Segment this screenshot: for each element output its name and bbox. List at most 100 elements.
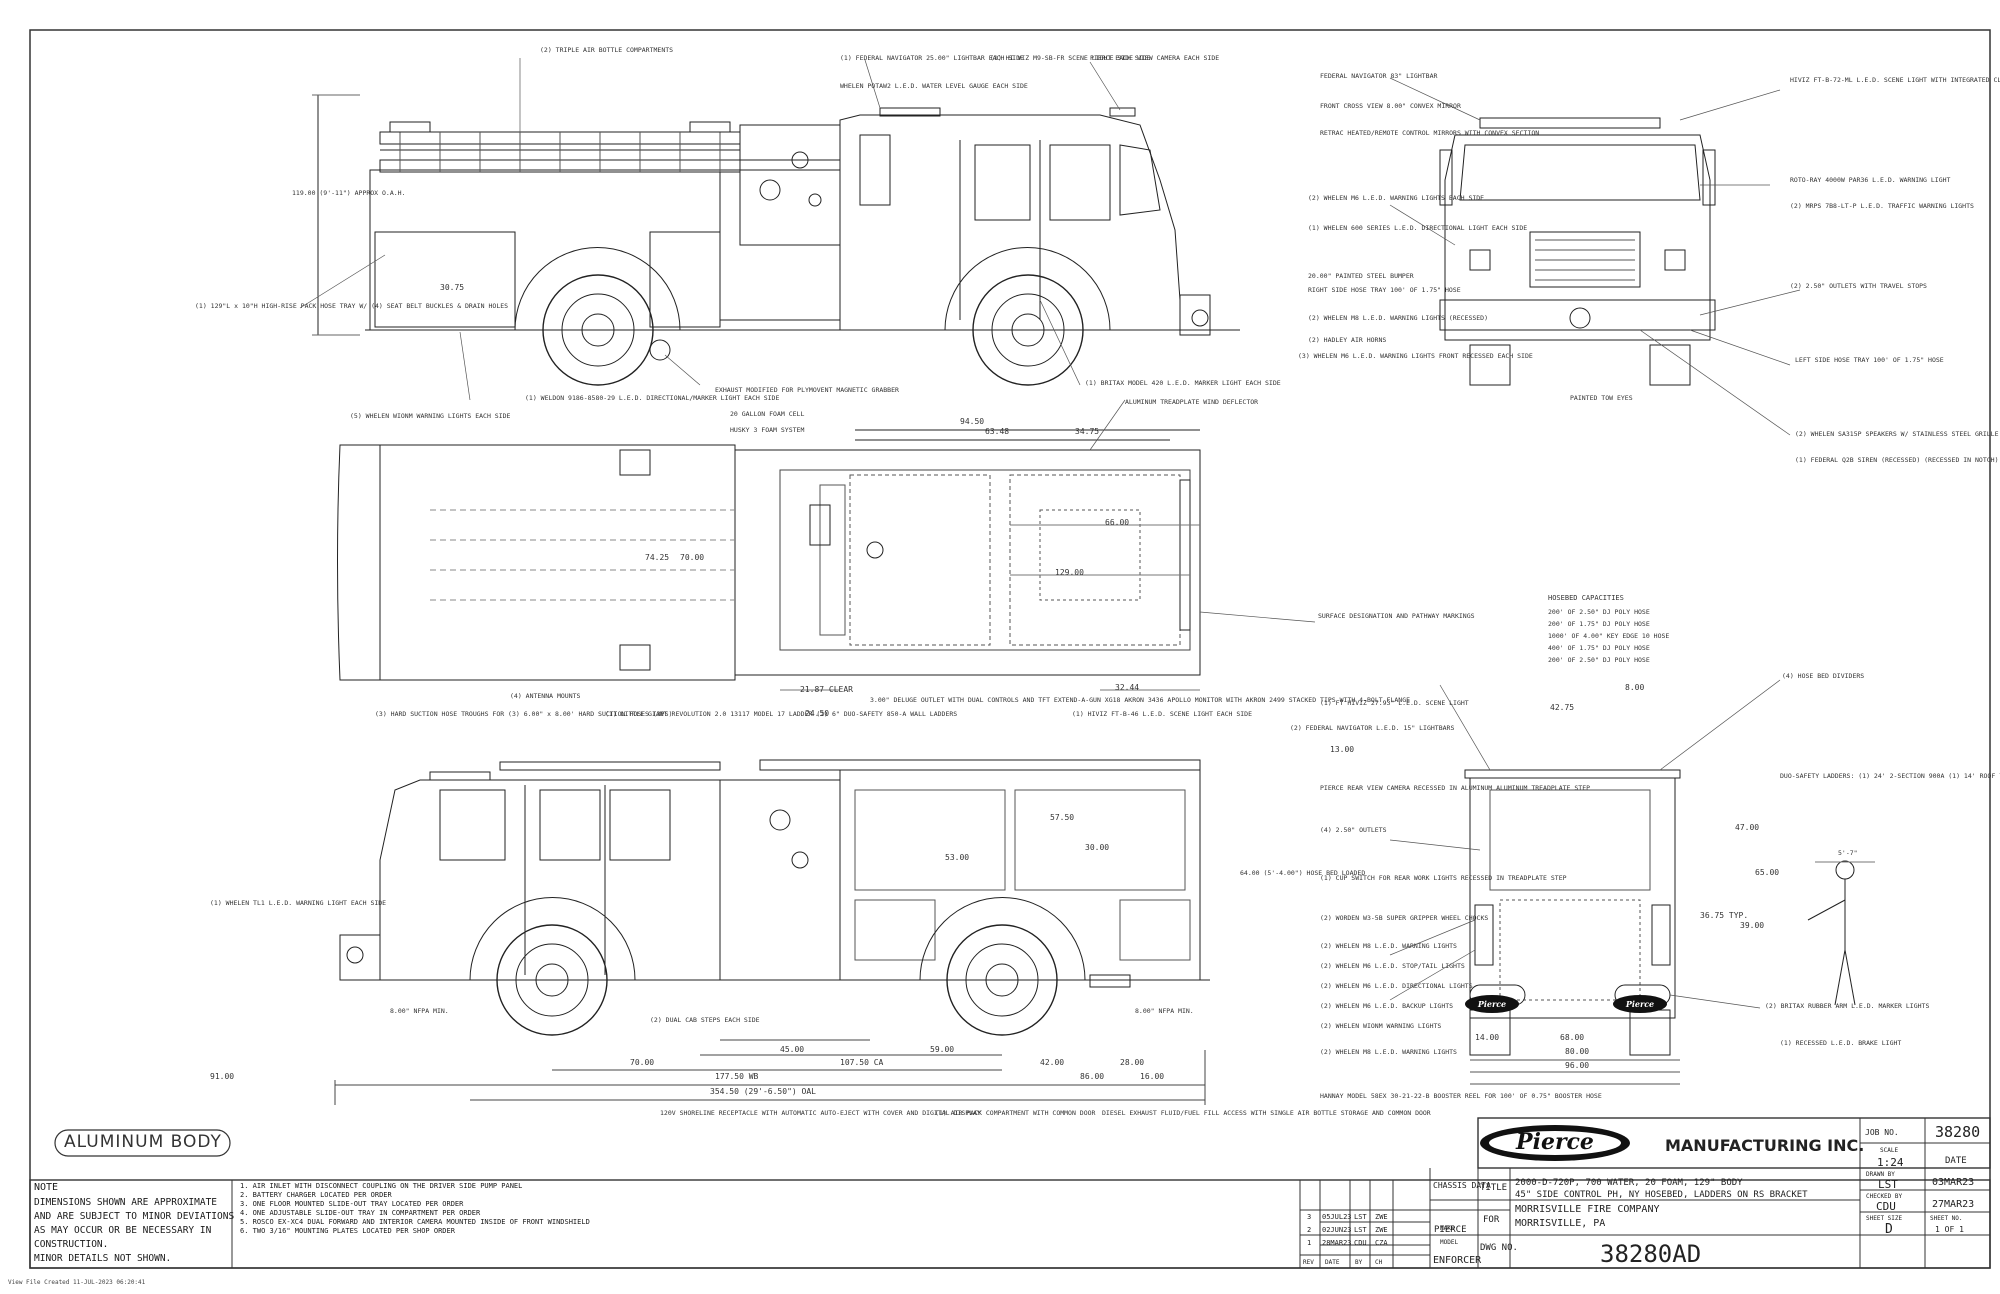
note-heading: NOTE: [34, 1182, 59, 1193]
drawn-date: 03MAR23: [1932, 1177, 1974, 1188]
callout-hi-viz-m9: (1) HI VIZ M9-SB-FR SCENE LIGHT EACH SID…: [990, 54, 1151, 62]
callout-hose-tray: RIGHT SIDE HOSE TRAY 100' OF 1.75" HOSE: [1308, 286, 1461, 294]
dim-30-75: 30.75: [440, 283, 464, 292]
dim-32-44: 32.44: [1115, 683, 1139, 692]
callout-rear-scene: (1) FT HIVIZ 27.93" L.E.D. SCENE LIGHT: [1320, 699, 1469, 707]
callout-shoreline: 120V SHORELINE RECEPTACLE WITH AUTOMATIC…: [660, 1109, 981, 1117]
callout-wind-deflector: ALUMINUM TREADPLATE WIND DEFLECTOR: [1125, 398, 1258, 406]
dim-74-25: 74.25: [645, 553, 669, 562]
dim-30-00: 30.00: [1085, 843, 1109, 852]
dim-107-50: 107.50 CA: [840, 1058, 884, 1067]
rev-header: REV: [1303, 1259, 1314, 1266]
rev-1-date: 28MAR23: [1322, 1239, 1352, 1247]
title-block-grid: [29, 1117, 1991, 1269]
dim-34-75: 34.75: [1075, 427, 1099, 436]
dim-59-00: 59.00: [930, 1045, 954, 1054]
aluminum-body-frame: [54, 1129, 231, 1157]
callout-cup-switch: (1) CUP SWITCH FOR REAR WORK LIGHTS RECE…: [1320, 874, 1567, 882]
dim-177-50: 177.50 WB: [715, 1072, 759, 1081]
pierce-logo-text: Pierce: [1515, 1129, 1594, 1155]
callout-warning-front: (3) WHELEN M6 L.E.D. WARNING LIGHTS FRON…: [1298, 352, 1533, 360]
callout-nfpa-min-rear: 8.00" NFPA MIN.: [1135, 1007, 1194, 1015]
dim-68-00: 68.00: [1560, 1033, 1584, 1042]
dim-65-00: 65.00: [1755, 868, 1779, 877]
left-side-view: [312, 94, 1240, 386]
callout-stop-tail: (2) WHELEN M6 L.E.D. STOP/TAIL LIGHTS: [1320, 962, 1465, 970]
callout-roto-ray: ROTO-RAY 4000W PAR36 L.E.D. WARNING LIGH…: [1790, 176, 1951, 184]
callout-retrac: RETRAC HEATED/REMOTE CONTROL MIRRORS WIT…: [1320, 129, 1539, 137]
title-block-text: Pierce Pierce Pierce MANUFACTURING INC. …: [1303, 999, 1980, 1268]
callout-hose-bed-loaded: 64.00 (5'-4.00") HOSE BED LOADED: [1240, 869, 1365, 877]
rev-3-by: LST: [1354, 1213, 1367, 1221]
sheet-no-label: SHEET NO.: [1930, 1215, 1963, 1222]
top-plan-view: [337, 429, 1201, 691]
callout-cross-view: FRONT CROSS VIEW 8.00" CONVEX MIRROR: [1320, 102, 1461, 110]
dwg-label: DWG NO.: [1480, 1243, 1518, 1253]
leader-lines: [299, 58, 1801, 1009]
callout-hannay: HANNAY MODEL 58EX 30-21-22-B BOOSTER REE…: [1320, 1092, 1602, 1100]
title-label: TITLE: [1480, 1183, 1507, 1193]
callout-side-camera: PIERCE SIDE VIEW CAMERA EACH SIDE: [1090, 54, 1219, 62]
file-footer: View File Created 11-JUL-2023 06:20:41: [8, 1279, 146, 1286]
rev-2-date: 02JUN23: [1322, 1226, 1352, 1234]
drawn-by-label: DRAWN BY: [1866, 1171, 1895, 1178]
dim-70-00-b: 70.00: [630, 1058, 654, 1067]
callout-britax-rubber: (2) BRITAX RUBBER ARM L.E.D. MARKER LIGH…: [1765, 1002, 1929, 1010]
scale-label: SCALE: [1880, 1147, 1898, 1154]
callout-exhaust: EXHAUST MODIFIED FOR PLYMOVENT MAGNETIC …: [715, 386, 899, 394]
dim-8-00: 8.00: [1625, 683, 1644, 692]
hosebed-item-4: 400' OF 1.75" DJ POLY HOSE: [1548, 644, 1650, 652]
callout-whelen-600: (1) WHELEN 600 SERIES L.E.D. DIRECTIONAL…: [1308, 224, 1527, 232]
rear-left-logo: [1465, 995, 1519, 1013]
dim-47-00: 47.00: [1735, 823, 1759, 832]
dim-53-00: 53.00: [945, 853, 969, 862]
rev-3-id: 3: [1307, 1213, 1311, 1221]
for-line-2: MORRISVILLE, PA: [1515, 1218, 1605, 1229]
make-label: MAKE: [1440, 1225, 1455, 1232]
callout-hiviz-ft: (1) HIVIZ FT-B-46 L.E.D. SCENE LIGHT EAC…: [1072, 710, 1252, 718]
hosebed-item-5: 200' OF 2.50" DJ POLY HOSE: [1548, 656, 1650, 664]
dim-91-00: 91.00: [210, 1072, 234, 1081]
callout-air-pack: (1) AIR PACK COMPARTMENT WITH COMMON DOO…: [935, 1109, 1096, 1117]
callout-deluge: 3.00" DELUGE OUTLET WITH DUAL CONTROLS A…: [870, 696, 1410, 704]
dim-42-00: 42.00: [1040, 1058, 1064, 1067]
callout-chocks: (2) WORDEN W3-5B SUPER GRIPPER WHEEL CHO…: [1320, 914, 1488, 922]
rear-right-logo: [1613, 995, 1667, 1013]
callout-brake-light: (1) RECESSED L.E.D. BRAKE LIGHT: [1780, 1039, 1901, 1047]
dim-28-00: 28.00: [1120, 1058, 1144, 1067]
callout-navigator-top: (1) FEDERAL NAVIGATOR 25.00" LIGHTBAR EA…: [840, 54, 1024, 62]
rev-1-id: 1: [1307, 1239, 1311, 1247]
callout-high-rise: (1) 129"L x 10"H HIGH-RISE PACK HOSE TRA…: [195, 302, 508, 310]
dim-129-00: 129.00: [1055, 568, 1084, 577]
callout-whelen-m8-front: (2) WHELEN M8 L.E.D. WARNING LIGHTS (REC…: [1308, 314, 1488, 322]
rev-2-by: LST: [1354, 1226, 1367, 1234]
make-value: PIERCE: [1434, 1225, 1467, 1235]
rev-2-ch: ZWE: [1375, 1226, 1388, 1234]
dim-16-00: 16.00: [1140, 1072, 1164, 1081]
callout-hiviz-ft8: HIVIZ FT-B-72-ML L.E.D. SCENE LIGHT WITH…: [1790, 76, 2000, 84]
dim-354-50: 354.50 (29'-6.50") OAL: [710, 1087, 816, 1096]
callout-dual-cab: (2) DUAL CAB STEPS EACH SIDE: [650, 1016, 760, 1024]
callout-whelen-wion: (5) WHELEN WIONM WARNING LIGHTS EACH SID…: [350, 412, 511, 420]
callout-surface-designation: SURFACE DESIGNATION AND PATHWAY MARKINGS: [1318, 612, 1475, 620]
callout-backup: (2) WHELEN M6 L.E.D. BACKUP LIGHTS: [1320, 1002, 1453, 1010]
checked-by-label: CHECKED BY: [1866, 1193, 1903, 1200]
model-value: ENFORCER: [1433, 1255, 1482, 1266]
callout-hard-suction: (3) HARD SUCTION HOSE TROUGHS FOR (3) 6.…: [375, 710, 672, 718]
rev-1-by: CDU: [1354, 1239, 1367, 1247]
callout-husky: HUSKY 3 FOAM SYSTEM: [730, 426, 804, 434]
callout-rear-m8: (2) WHELEN M8 L.E.D. WARNING LIGHTS: [1320, 942, 1457, 950]
checked-date: 27MAR23: [1932, 1199, 1974, 1210]
hosebed-item-3: 1000' OF 4.00" KEY EDGE 10 HOSE: [1548, 632, 1669, 640]
model-label: MODEL: [1440, 1239, 1458, 1246]
sheet-size-label: SHEET SIZE: [1866, 1215, 1903, 1222]
note-line-4: CONSTRUCTION.: [34, 1239, 109, 1250]
callout-rear-navigator: (2) FEDERAL NAVIGATOR L.E.D. 15" LIGHTBA…: [1290, 724, 1454, 732]
dim-66-00: 66.00: [1105, 518, 1129, 527]
rear-view: [1464, 769, 1875, 1085]
rev-3-date: 05JUL23: [1322, 1213, 1352, 1221]
dim-14-00: 14.00: [1475, 1033, 1499, 1042]
sheet-size: D: [1885, 1222, 1893, 1237]
callout-rear-outlets: (4) 2.50" OUTLETS: [1320, 826, 1387, 834]
